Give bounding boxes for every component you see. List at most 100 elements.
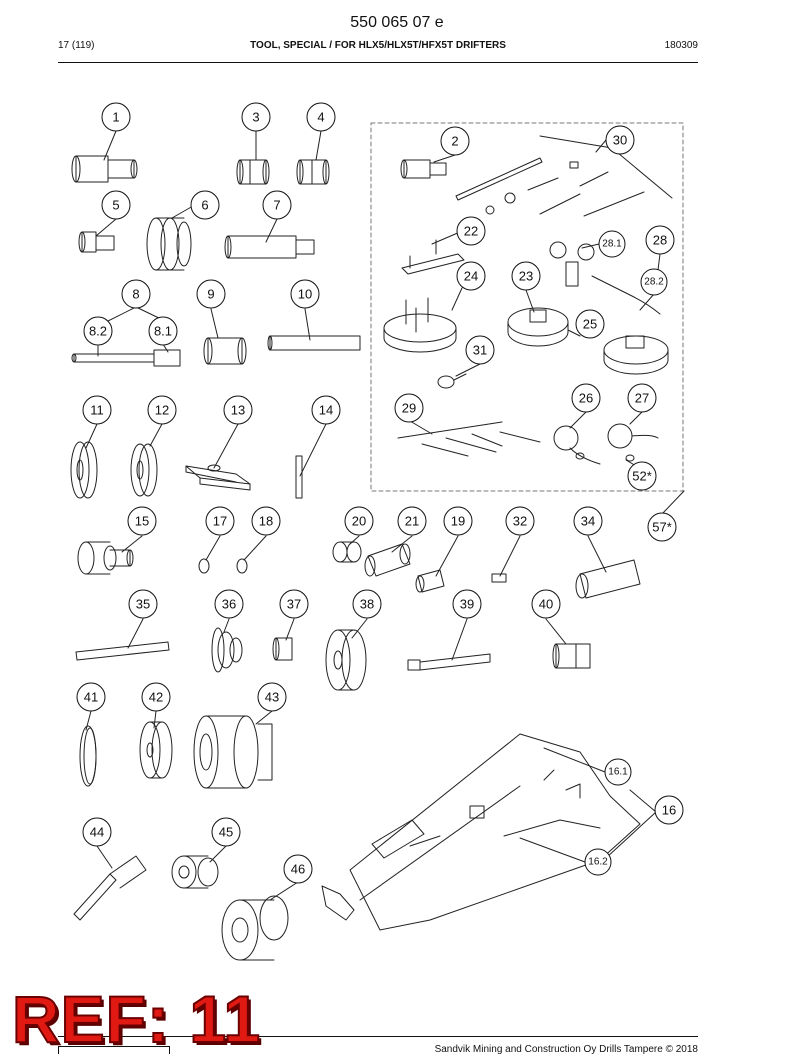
callout-circle (82, 395, 112, 425)
part-25-plate (603, 335, 669, 375)
callout-circle (394, 393, 424, 423)
callout-label: 46 (291, 862, 305, 877)
part-42-washer (139, 721, 173, 779)
part-12-guide-ring (130, 443, 158, 497)
callout-label: 36 (222, 597, 236, 612)
callout-circle (257, 682, 287, 712)
callout-label: 37 (287, 597, 301, 612)
callout-label: 2 (451, 134, 458, 149)
callout-label: 28 (653, 233, 667, 248)
callout-circle (101, 190, 131, 220)
callout-label: 30 (613, 133, 627, 148)
part-11-guide-ring (70, 441, 98, 499)
callout-circle (290, 279, 320, 309)
part-5-bushing (78, 231, 115, 253)
callout-circle (211, 817, 241, 847)
callout-label: 16 (662, 803, 676, 818)
callout-label: 5 (112, 198, 119, 213)
callout-label: 28.1 (602, 239, 622, 250)
callout-circle (627, 461, 657, 491)
callout-label: 57* (652, 520, 672, 535)
callout-label: 21 (405, 514, 419, 529)
callout-label: 4 (317, 110, 324, 125)
part-8-extractor (71, 349, 181, 367)
part-24-plate (383, 297, 457, 353)
callout-circle (148, 316, 178, 346)
header-divider (58, 62, 698, 63)
callout-circle (251, 506, 281, 536)
callout-circle (76, 682, 106, 712)
callout-circle (443, 506, 473, 536)
callout-label: 19 (451, 514, 465, 529)
part-37-nut (272, 637, 293, 661)
callout-circle (456, 261, 486, 291)
part-27-gauge (607, 423, 659, 449)
callout-label: 34 (581, 514, 595, 529)
part-40-sleeve (552, 643, 591, 669)
callout-label: 24 (464, 269, 478, 284)
callout-label: 28.2 (644, 277, 664, 288)
callout-label: 31 (473, 343, 487, 358)
callout-circle (505, 506, 535, 536)
callout-label: 35 (136, 597, 150, 612)
part-26-gauge (553, 425, 601, 465)
callout-circle (647, 512, 677, 542)
callout-label: 3 (252, 110, 259, 125)
brand-logo-icon (58, 1046, 170, 1054)
part-41-o-ring (79, 725, 97, 787)
callout-circle (190, 190, 220, 220)
callout-circle (511, 261, 541, 291)
part-7-mandrel (224, 235, 315, 259)
callout-label: 45 (219, 825, 233, 840)
part-2-sleeve (400, 159, 447, 179)
callout-circle (605, 125, 635, 155)
callout-circle (397, 506, 427, 536)
callout-label: 29 (402, 401, 416, 416)
callout-label: 27 (635, 391, 649, 406)
callout-label: 7 (273, 198, 280, 213)
callout-circle (440, 126, 470, 156)
callout-circle (604, 758, 632, 786)
leader-lines (85, 130, 685, 901)
callout-label: 22 (464, 224, 478, 239)
callout-circle (645, 225, 675, 255)
callout-circle (141, 682, 171, 712)
revision-date: 180309 (664, 40, 698, 51)
callout-label: 8.2 (89, 324, 107, 339)
ref-stamp: REF: 11 (11, 982, 262, 1056)
callout-label: 12 (155, 403, 169, 418)
callout-circle (128, 589, 158, 619)
part-30-wrench-set (455, 135, 673, 217)
part-36-flange (211, 627, 243, 673)
callout-label: 42 (149, 690, 163, 705)
part-19-cone (415, 569, 445, 593)
callout-circle (214, 589, 244, 619)
part-14-shim (295, 455, 303, 499)
callout-circle (205, 506, 235, 536)
callout-label: 18 (259, 514, 273, 529)
callout-circle (584, 848, 612, 876)
part-16-frame (321, 733, 641, 931)
callout-label: 43 (265, 690, 279, 705)
part-44-pin (73, 855, 147, 921)
callout-label: 10 (298, 287, 312, 302)
footer-divider (58, 1036, 698, 1037)
callout-label: 52* (632, 469, 652, 484)
part-20-bushing (332, 541, 362, 563)
part-23-plate (507, 307, 569, 347)
callout-circle (223, 395, 253, 425)
callout-label: 1 (112, 110, 119, 125)
callout-circle (344, 506, 374, 536)
callout-label: 39 (460, 597, 474, 612)
callout-label: 25 (583, 317, 597, 332)
callout-label: 15 (135, 514, 149, 529)
callout-label: 32 (513, 514, 527, 529)
callout-label: 9 (207, 287, 214, 302)
part-35-rod (75, 641, 170, 661)
callout-labels: 1 3 4 2 30 5 6 7 22 28.1 28 24 23 28.2 8… (84, 110, 676, 877)
callout-circle (654, 795, 684, 825)
callout-circle (575, 309, 605, 339)
page-number: 17 (119) (58, 40, 95, 51)
callout-circle (279, 589, 309, 619)
callout-label: 38 (360, 597, 374, 612)
